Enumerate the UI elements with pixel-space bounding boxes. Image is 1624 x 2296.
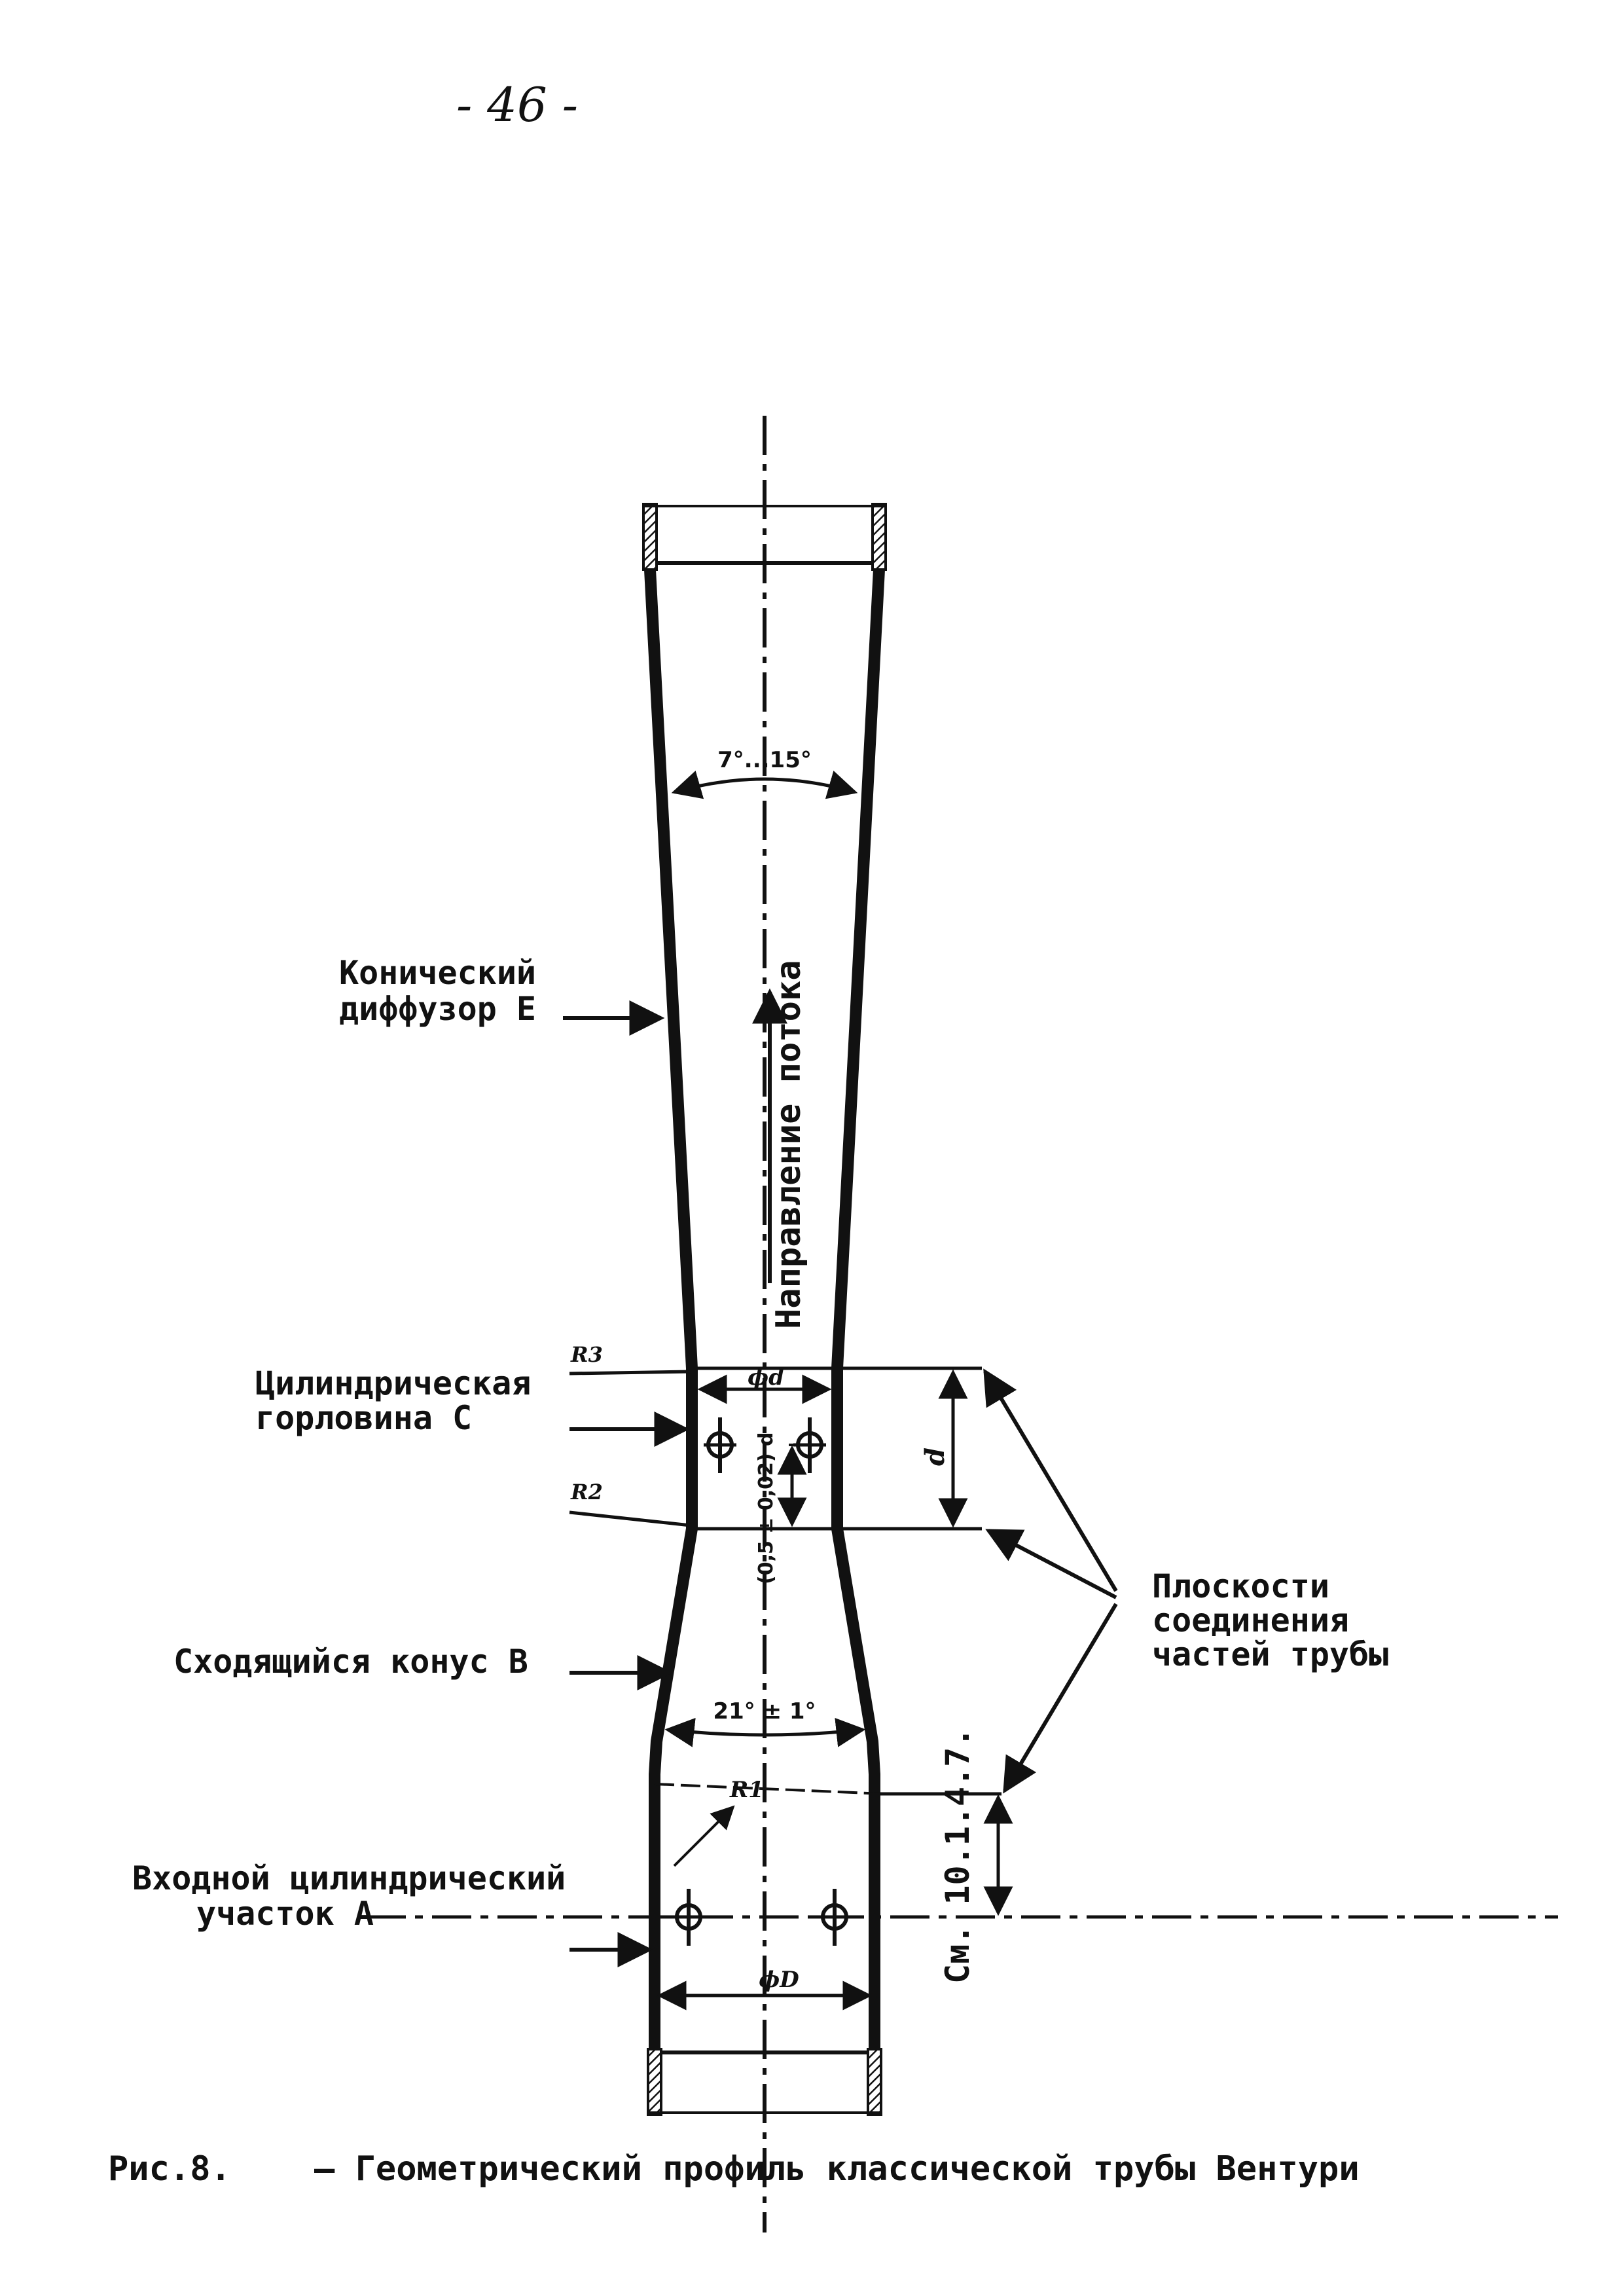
r1-label: R1 (729, 1777, 764, 1803)
bottom-flange-right (867, 2048, 882, 2116)
label-throat: Цилиндрическая горловина С (255, 1364, 531, 1437)
svg-text:участок А: участок А (196, 1895, 374, 1933)
label-cone: Сходящийся конус В (173, 1643, 528, 1681)
planes-pointer-1 (983, 1368, 1118, 1592)
planes-pointer-2 (985, 1529, 1117, 1599)
r1-leader (654, 1783, 884, 1795)
svg-text:Входной цилиндрический: Входной цилиндрический (132, 1859, 566, 1897)
r2-label: R2 (570, 1480, 603, 1504)
diffuser-angle-label: 7°...15° (717, 747, 812, 773)
top-flange-right (871, 503, 887, 571)
page-number: - 46 - (456, 77, 578, 132)
label-joint-planes: Плоскости соединения частей трубы (1152, 1567, 1388, 1673)
reference-label: См. 10.1.4.7. (939, 1728, 977, 1984)
tap-distance-label: (0,5 ± 0,02) d (755, 1432, 778, 1584)
inlet-diameter-label: ϕD (759, 1967, 799, 1993)
tube-wall-left (644, 569, 698, 2049)
svg-text:Плоскости: Плоскости (1152, 1567, 1329, 1605)
top-flange-left (642, 503, 658, 571)
r2-leader (569, 1510, 691, 1527)
diffuser-angle-arc (671, 771, 858, 799)
svg-text:горловина С: горловина С (255, 1399, 472, 1437)
svg-text:частей трубы: частей трубы (1152, 1635, 1388, 1673)
figure-caption-prefix: Рис.8. (108, 2149, 231, 2189)
label-diffuser: Конический диффузор Е (339, 954, 536, 1028)
svg-text:соединения: соединения (1152, 1601, 1349, 1639)
r3-label: R3 (570, 1342, 603, 1367)
cone-angle-label: 21° ± 1° (713, 1698, 816, 1724)
throat-diameter-label: ϕd (748, 1364, 784, 1391)
bottom-flange-left (647, 2048, 662, 2116)
planes-pointer-3 (1003, 1603, 1118, 1794)
r1-radius-line (673, 1805, 735, 1867)
label-inlet: Входной цилиндрический участок А (132, 1859, 566, 1933)
figure-caption: – Геометрический профиль классической тр… (314, 2149, 1360, 2189)
tube-wall-right (831, 569, 885, 2049)
svg-text:Цилиндрическая: Цилиндрическая (255, 1364, 531, 1402)
cone-angle-arc (664, 1717, 866, 1747)
svg-text:диффузор Е: диффузор Е (339, 990, 536, 1028)
throat-pressure-tap-left (704, 1417, 736, 1473)
r3-leader (569, 1370, 691, 1376)
flow-direction-label: Направление потока (769, 960, 808, 1329)
svg-text:Конический: Конический (339, 954, 536, 992)
throat-length-label: d (920, 1448, 950, 1466)
